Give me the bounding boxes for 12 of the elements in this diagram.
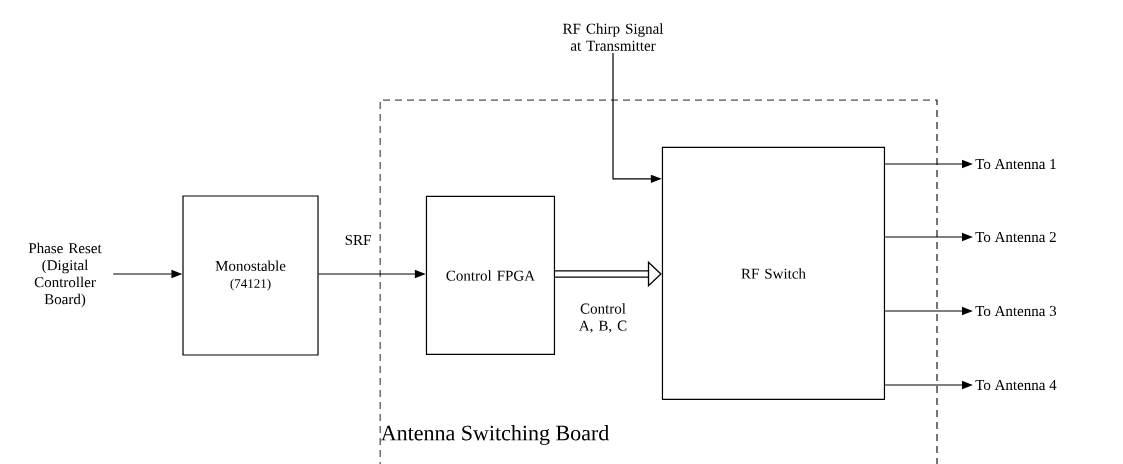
signal-label: To Antenna 1 bbox=[975, 159, 1056, 169]
signal-label: To Antenna 4 bbox=[975, 380, 1057, 390]
signal-label: To Antenna 2 bbox=[975, 231, 1056, 243]
signal-label: RF Chirp Signal at Transmitter bbox=[563, 23, 664, 51]
board-heading: Antenna Switching Board bbox=[380, 425, 609, 445]
edge-label: Control A, B, C bbox=[571, 302, 635, 334]
block-box: RF Switch bbox=[661, 146, 886, 401]
edge-label: SRF bbox=[343, 233, 373, 247]
signal-label: To Antenna 3 bbox=[975, 305, 1057, 317]
block-box: Control FPGA bbox=[425, 195, 556, 356]
signal-label: Phase Reset (Digital Controller Board) bbox=[28, 242, 102, 308]
block-box: Monostable (74121) bbox=[182, 195, 319, 356]
